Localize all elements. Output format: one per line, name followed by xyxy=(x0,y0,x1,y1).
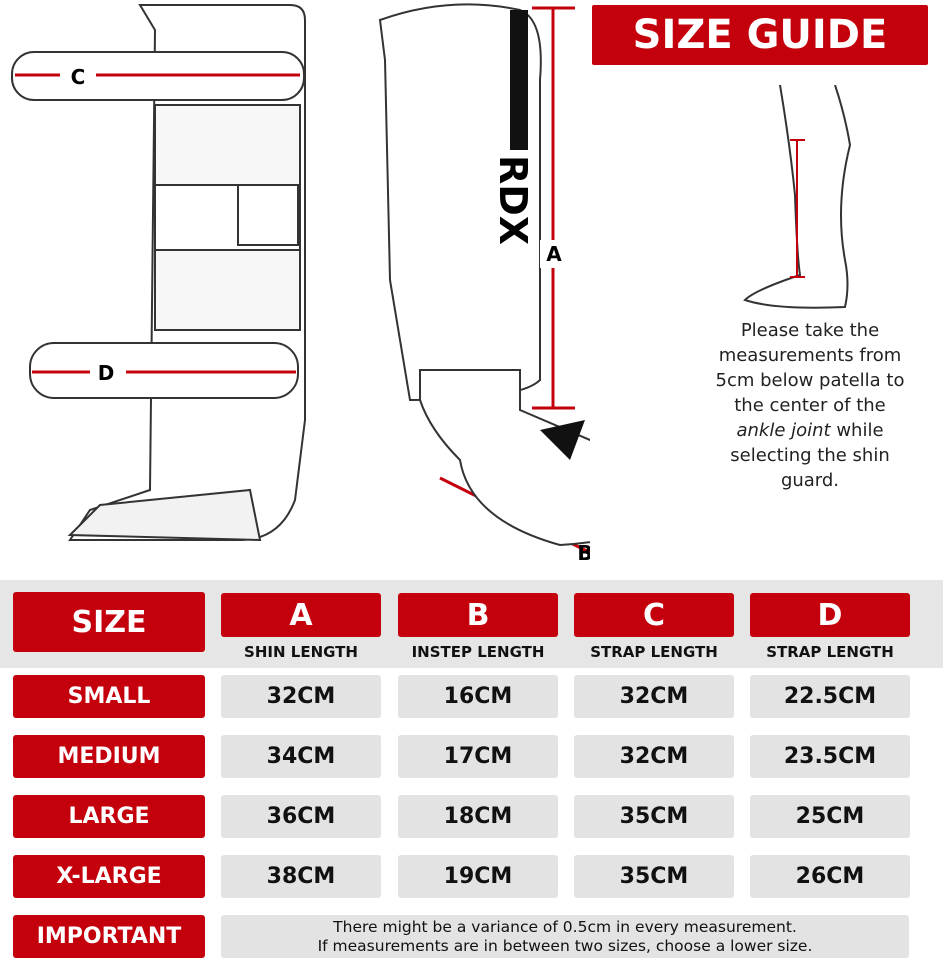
note-line: the center of the xyxy=(734,395,886,416)
size-row-label: LARGE xyxy=(13,795,205,838)
leg-measurement-illustration xyxy=(743,85,852,309)
note-line: measurements from xyxy=(718,345,902,366)
label-d: D xyxy=(98,361,115,385)
table-cell: 23.5CM xyxy=(750,735,910,778)
table-cell: 18CM xyxy=(398,795,558,838)
note-line: 5cm below patella to xyxy=(715,370,905,391)
column-1-letter: B xyxy=(398,593,558,637)
label-b: B xyxy=(577,541,590,565)
table-cell: 32CM xyxy=(574,735,734,778)
table-cell: 35CM xyxy=(574,855,734,898)
note-line: selecting the shin xyxy=(730,445,890,466)
label-a: A xyxy=(546,242,562,266)
table-cell: 36CM xyxy=(221,795,381,838)
table-cell: 25CM xyxy=(750,795,910,838)
important-line: There might be a variance of 0.5cm in ev… xyxy=(333,917,797,936)
column-2-letter: C xyxy=(574,593,734,637)
size-row-label: SMALL xyxy=(13,675,205,718)
important-label: IMPORTANT xyxy=(13,915,205,958)
column-1-label: INSTEP LENGTH xyxy=(411,643,545,661)
note-text: while xyxy=(830,420,884,441)
table-cell: 32CM xyxy=(574,675,734,718)
note-line: ankle joint while xyxy=(690,418,930,443)
size-header: SIZE xyxy=(13,592,205,652)
table-cell: 32CM xyxy=(221,675,381,718)
label-c: C xyxy=(71,65,86,89)
table-cell: 22.5CM xyxy=(750,675,910,718)
note-line: guard. xyxy=(780,470,840,491)
column-2-label: STRAP LENGTH xyxy=(590,643,718,661)
table-cell: 26CM xyxy=(750,855,910,898)
rdx-logo: RDX xyxy=(491,155,535,245)
note-emphasis: ankle joint xyxy=(736,420,831,441)
table-cell: 16CM xyxy=(398,675,558,718)
column-3-letter: D xyxy=(750,593,910,637)
size-guide-banner: SIZE GUIDE xyxy=(592,5,928,65)
column-0-letter: A xyxy=(221,593,381,637)
table-cell: 38CM xyxy=(221,855,381,898)
note-line: Please take the xyxy=(740,320,880,341)
column-3-label: STRAP LENGTH xyxy=(766,643,894,661)
important-note: There might be a variance of 0.5cm in ev… xyxy=(221,915,909,958)
table-cell: 34CM xyxy=(221,735,381,778)
shin-guard-back-illustration: C D RDX A B xyxy=(11,3,590,565)
important-line: If measurements are in between two sizes… xyxy=(317,936,813,955)
table-cell: 35CM xyxy=(574,795,734,838)
size-row-label: X-LARGE xyxy=(13,855,205,898)
measurement-instructions: Please take the measurements from 5cm be… xyxy=(690,318,930,493)
table-cell: 19CM xyxy=(398,855,558,898)
size-row-label: MEDIUM xyxy=(13,735,205,778)
column-0-label: SHIN LENGTH xyxy=(244,643,358,661)
table-cell: 17CM xyxy=(398,735,558,778)
